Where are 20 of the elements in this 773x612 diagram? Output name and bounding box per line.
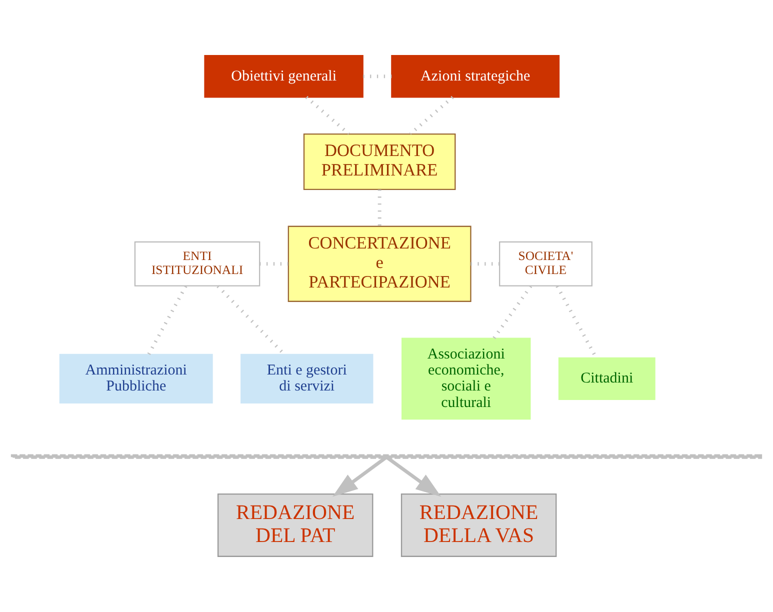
- connector: [409, 96, 454, 136]
- node-box: Obiettivi generali: [204, 55, 364, 98]
- node-box: SOCIETA' CIVILE: [499, 241, 592, 286]
- node-box: REDAZIONE DEL PAT: [217, 494, 374, 557]
- node-box: Cittadini: [558, 357, 656, 400]
- connector: [305, 96, 350, 136]
- node-box: REDAZIONE DELLA VAS: [400, 494, 557, 557]
- node-box: CONCERTAZIONE e PARTECIPAZIONE: [288, 226, 472, 302]
- connector: [147, 285, 188, 355]
- node-box: ENTI ISTITUZIONALI: [134, 241, 260, 286]
- node-box: Enti e gestori di servizi: [240, 354, 374, 404]
- arrow: [386, 456, 442, 497]
- node-bar: [10, 454, 762, 459]
- connector: [492, 285, 532, 340]
- node-box: Amministrazioni Pubbliche: [59, 354, 213, 404]
- arrow: [332, 456, 388, 497]
- node-box: Associazioni economiche, sociali e culturali: [402, 338, 531, 420]
- node-box: DOCUMENTO PRELIMINARE: [303, 134, 456, 190]
- node-box: Azioni strategiche: [391, 55, 560, 98]
- connector: [216, 285, 286, 356]
